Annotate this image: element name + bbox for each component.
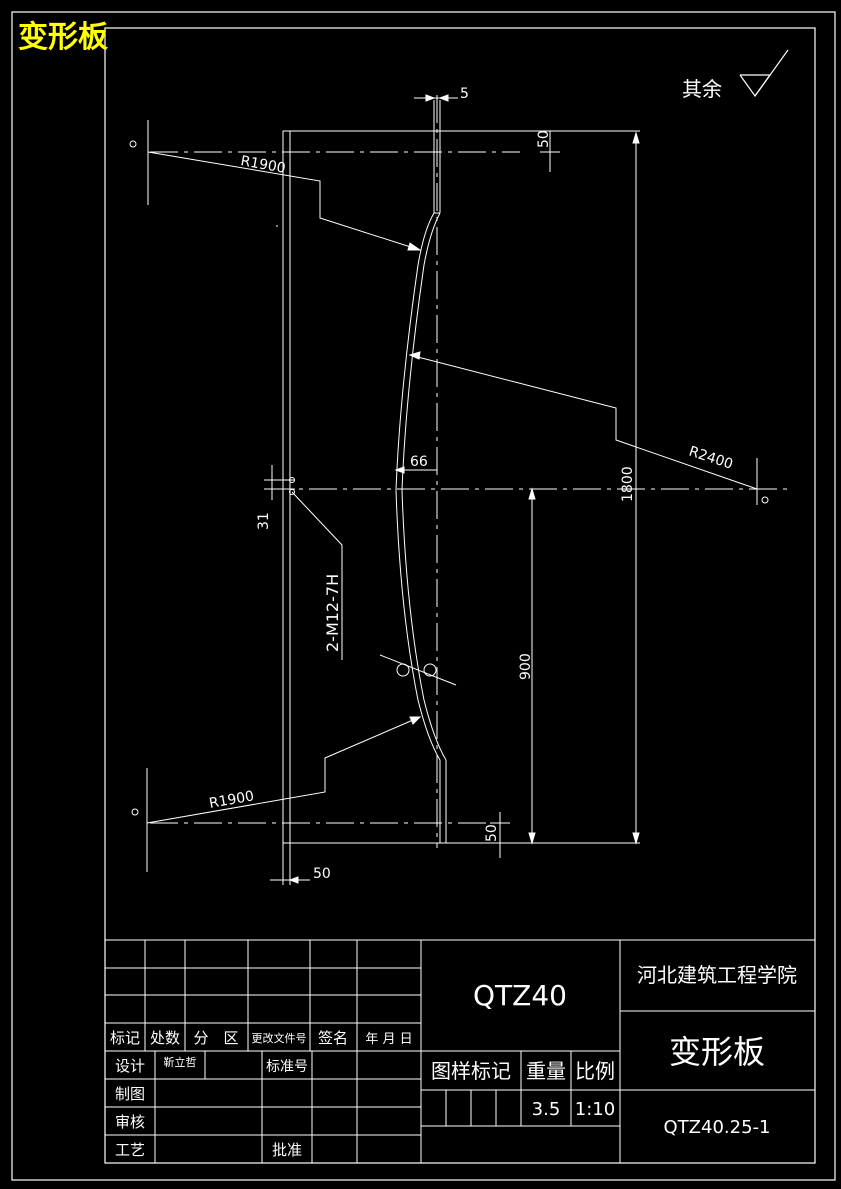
tb-school: 河北建筑工程学院 — [637, 963, 797, 987]
radius-centers — [130, 120, 768, 872]
outer-border — [12, 12, 835, 1180]
dim-radius-top: R1900 — [239, 153, 286, 177]
tb-mark-label: 标记 — [110, 1029, 140, 1047]
center-lines — [150, 95, 790, 848]
tb-weight-label: 重量 — [526, 1059, 566, 1083]
tb-zone-label: 分 区 — [193, 1029, 238, 1047]
header-title: 变形板 — [18, 20, 108, 55]
tb-part-name: 变形板 — [669, 1033, 765, 1071]
tb-date-label: 年 月 日 — [365, 1032, 412, 1047]
tb-standardization-label: 标准号 — [266, 1059, 308, 1075]
dim-top-offset: 50 — [536, 130, 552, 148]
dim-depth: 66 — [410, 454, 428, 470]
dim-thickness: 5 — [460, 86, 469, 102]
tb-process-label: 工艺 — [115, 1141, 145, 1159]
radius-leaders — [147, 152, 757, 823]
tb-count-label: 处数 — [150, 1029, 180, 1047]
dim-radius-mid: R2400 — [687, 444, 735, 473]
part-geometry — [277, 100, 640, 843]
inner-frame — [105, 28, 815, 1163]
radius-center-top — [130, 141, 136, 147]
dim-bottom-offset: 50 — [484, 824, 500, 842]
tb-scale-label: 比例 — [575, 1059, 615, 1083]
dim-hole-offset: 31 — [256, 512, 272, 530]
surface-note: 其余 — [682, 77, 722, 101]
radius-center-mid — [762, 497, 768, 503]
tb-review-label: 审核 — [115, 1113, 145, 1131]
tb-approve-label: 批准 — [272, 1141, 302, 1159]
dim-left-offset: 50 — [313, 866, 331, 882]
tb-signature-label: 签名 — [318, 1029, 348, 1047]
tb-weight: 3.5 — [532, 1099, 561, 1120]
roughness-symbol-icon — [740, 50, 788, 96]
dim-hole-spec: 2-M12-7H — [323, 574, 342, 652]
tb-sample-mark-label: 图样标记 — [431, 1059, 511, 1083]
tb-change-doc-label: 更改文件号 — [252, 1031, 307, 1045]
radius-center-bottom — [132, 809, 138, 815]
tb-designer: 靳立哲 — [164, 1055, 197, 1069]
dim-half-height: 900 — [518, 653, 534, 680]
tb-scale: 1:10 — [575, 1099, 615, 1120]
tb-design-label: 设计 — [115, 1057, 145, 1075]
dim-height-total: 1800 — [620, 466, 636, 502]
tb-model: QTZ40 — [473, 979, 567, 1012]
tb-drawing-number: QTZ40.25-1 — [664, 1117, 771, 1138]
tb-drafting-label: 制图 — [115, 1085, 145, 1103]
